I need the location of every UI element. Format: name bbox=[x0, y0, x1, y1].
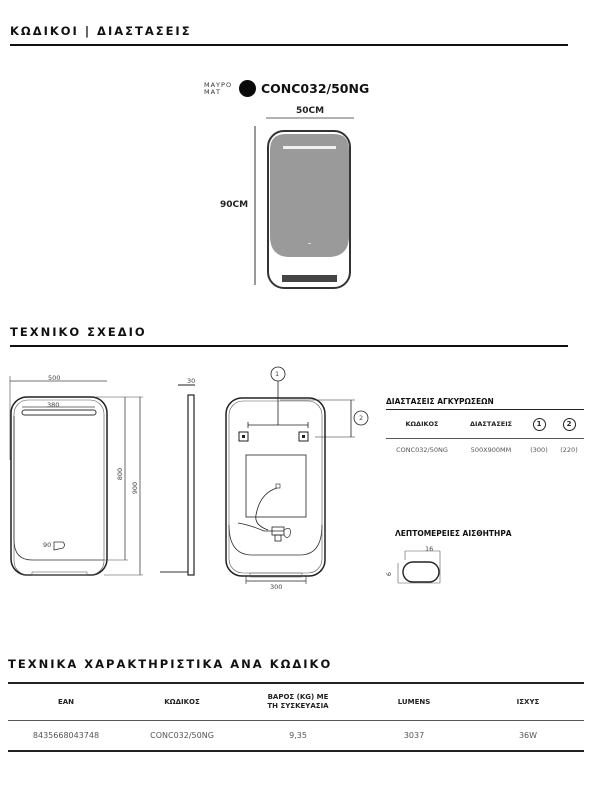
side-profile bbox=[187, 394, 195, 576]
header-power: ΙΣΧΥΣ bbox=[516, 697, 540, 706]
front-light-bar bbox=[21, 409, 97, 416]
section-divider bbox=[10, 44, 568, 46]
back-frame-outer bbox=[225, 397, 326, 577]
section-title-technical-drawing: ΤΕΧΝΙΚΟ ΣΧΕΔΙΟ bbox=[10, 325, 147, 339]
anchor-bracket-left bbox=[238, 431, 249, 442]
header-lumens: LUMENS bbox=[397, 697, 431, 706]
finish-label-line2: ΜΑΤ bbox=[204, 88, 222, 96]
sensor-outline bbox=[402, 561, 440, 583]
anchor-table-header: ΚΩΔΙΚΟΣ ΔΙΑΣΤΑΣΕΙΣ 1 2 bbox=[386, 409, 584, 439]
anchor-bracket-right bbox=[298, 431, 309, 442]
product-code: CONC032/50NG bbox=[261, 81, 370, 96]
dim-stand-width: 300 bbox=[270, 583, 283, 591]
front-view-drawing bbox=[9, 376, 143, 576]
back-view-drawing bbox=[225, 366, 369, 584]
section-title-codes-dimensions: ΚΩΔΙΚΟΙ | ΔΙΑΣΤΑΣΕΙΣ bbox=[10, 24, 192, 38]
table-row: 8435668043748 CONC032/50NG 9,35 3037 36W bbox=[8, 721, 584, 751]
mirror-product-illustration bbox=[254, 117, 354, 289]
color-swatch-black bbox=[239, 80, 256, 97]
cell-code: CONC032/50NG bbox=[396, 446, 448, 454]
anchor-dimensions-table: ΚΩΔΙΚΟΣ ΔΙΑΣΤΑΣΕΙΣ 1 2 CONC032/50NG 500X… bbox=[386, 409, 584, 461]
section-title-specs: ΤΕΧΝΙΚΑ ΧΑΡΑΚΤΗΡΙΣΤΙΚΑ ΑΝΑ ΚΩΔΙΚΟ bbox=[8, 657, 333, 671]
cell-lumens: 3037 bbox=[403, 731, 425, 740]
cell-callout-1-value: (300) bbox=[530, 446, 548, 454]
callout-1-icon: 1 bbox=[532, 417, 546, 431]
header-code: ΚΩΔΙΚΟΣ bbox=[164, 697, 200, 706]
mirror-glass bbox=[270, 134, 349, 257]
specs-table: EAN ΚΩΔΙΚΟΣ ΒΑΡΟΣ (KG) ΜΕ ΤΗ ΣΥΣΚΕΥΑΣΙΑ … bbox=[8, 682, 584, 752]
side-view-drawing bbox=[160, 384, 195, 576]
header-dimensions: ΔΙΑΣΤΑΣΕΙΣ bbox=[469, 420, 513, 428]
sensor-details-title: ΛΕΠΤΟΜΕΡΕΙΕΣ ΑΙΣΘΗΤΗΡΑ bbox=[395, 529, 512, 538]
callout-2-icon: 2 bbox=[562, 417, 576, 431]
cell-callout-2-value: (220) bbox=[560, 446, 578, 454]
dim-total-height: 900 bbox=[131, 481, 140, 495]
section-divider bbox=[10, 345, 568, 347]
led-light-bar bbox=[283, 146, 336, 149]
mirror-stand-base bbox=[282, 275, 337, 282]
header-code: ΚΩΔΙΚΟΣ bbox=[405, 420, 439, 428]
cell-ean: 8435668043748 bbox=[32, 731, 100, 740]
mirror-frame bbox=[267, 130, 351, 289]
table-row: CONC032/50NG 500X900MM (300) (220) bbox=[386, 439, 584, 462]
dim-light-bar-width: 380 bbox=[47, 401, 60, 409]
dim-mirror-height: 800 bbox=[116, 467, 125, 481]
width-label: 50CM bbox=[296, 106, 325, 116]
specs-table-header: EAN ΚΩΔΙΚΟΣ ΒΑΡΟΣ (KG) ΜΕ ΤΗ ΣΥΣΚΕΥΑΣΙΑ … bbox=[8, 683, 584, 721]
finish-label: ΜΑΥΡΟ ΜΑΤ bbox=[204, 82, 232, 96]
height-label: 90CM bbox=[220, 200, 249, 210]
dim-front-width: 500 bbox=[48, 374, 61, 382]
header-callout-2: 2 bbox=[554, 410, 584, 439]
cell-code: CONC032/50NG bbox=[150, 731, 214, 740]
power-cable bbox=[255, 487, 278, 531]
header-weight-line1: ΒΑΡΟΣ (KG) ΜΕ bbox=[267, 693, 329, 701]
cell-weight: 9,35 bbox=[289, 731, 307, 740]
sensor-width: 16 bbox=[425, 545, 434, 553]
callout-label-1: 1 bbox=[275, 370, 280, 378]
dim-depth: 30 bbox=[187, 377, 196, 385]
anchor-dimensions-title: ΔΙΑΣΤΑΣΕΙΣ ΑΓΚΥΡΩΣΕΩΝ bbox=[386, 397, 494, 406]
dim-sensor-offset: 90 bbox=[43, 541, 52, 549]
header-ean: EAN bbox=[57, 697, 75, 706]
cell-dimensions: 500X900MM bbox=[470, 446, 512, 454]
sensor-height: 6 bbox=[385, 571, 394, 577]
front-sensor bbox=[53, 541, 65, 551]
header-callout-1: 1 bbox=[524, 410, 554, 439]
touch-sensor bbox=[308, 243, 311, 244]
front-frame-outer bbox=[10, 396, 108, 576]
finish-label-line1: ΜΑΥΡΟ bbox=[204, 81, 233, 89]
callout-label-2: 2 bbox=[359, 414, 364, 422]
header-weight-line2: ΤΗ ΣΥΣΚΕΥΑΣΙΑ bbox=[267, 702, 329, 710]
callout-circle-2 bbox=[353, 410, 369, 426]
driver-box bbox=[245, 454, 307, 518]
cell-power: 36W bbox=[518, 731, 538, 740]
sensor-detail-drawing bbox=[397, 550, 441, 584]
header-weight: ΒΑΡΟΣ (KG) ΜΕ ΤΗ ΣΥΣΚΕΥΑΣΙΑ bbox=[240, 683, 356, 721]
